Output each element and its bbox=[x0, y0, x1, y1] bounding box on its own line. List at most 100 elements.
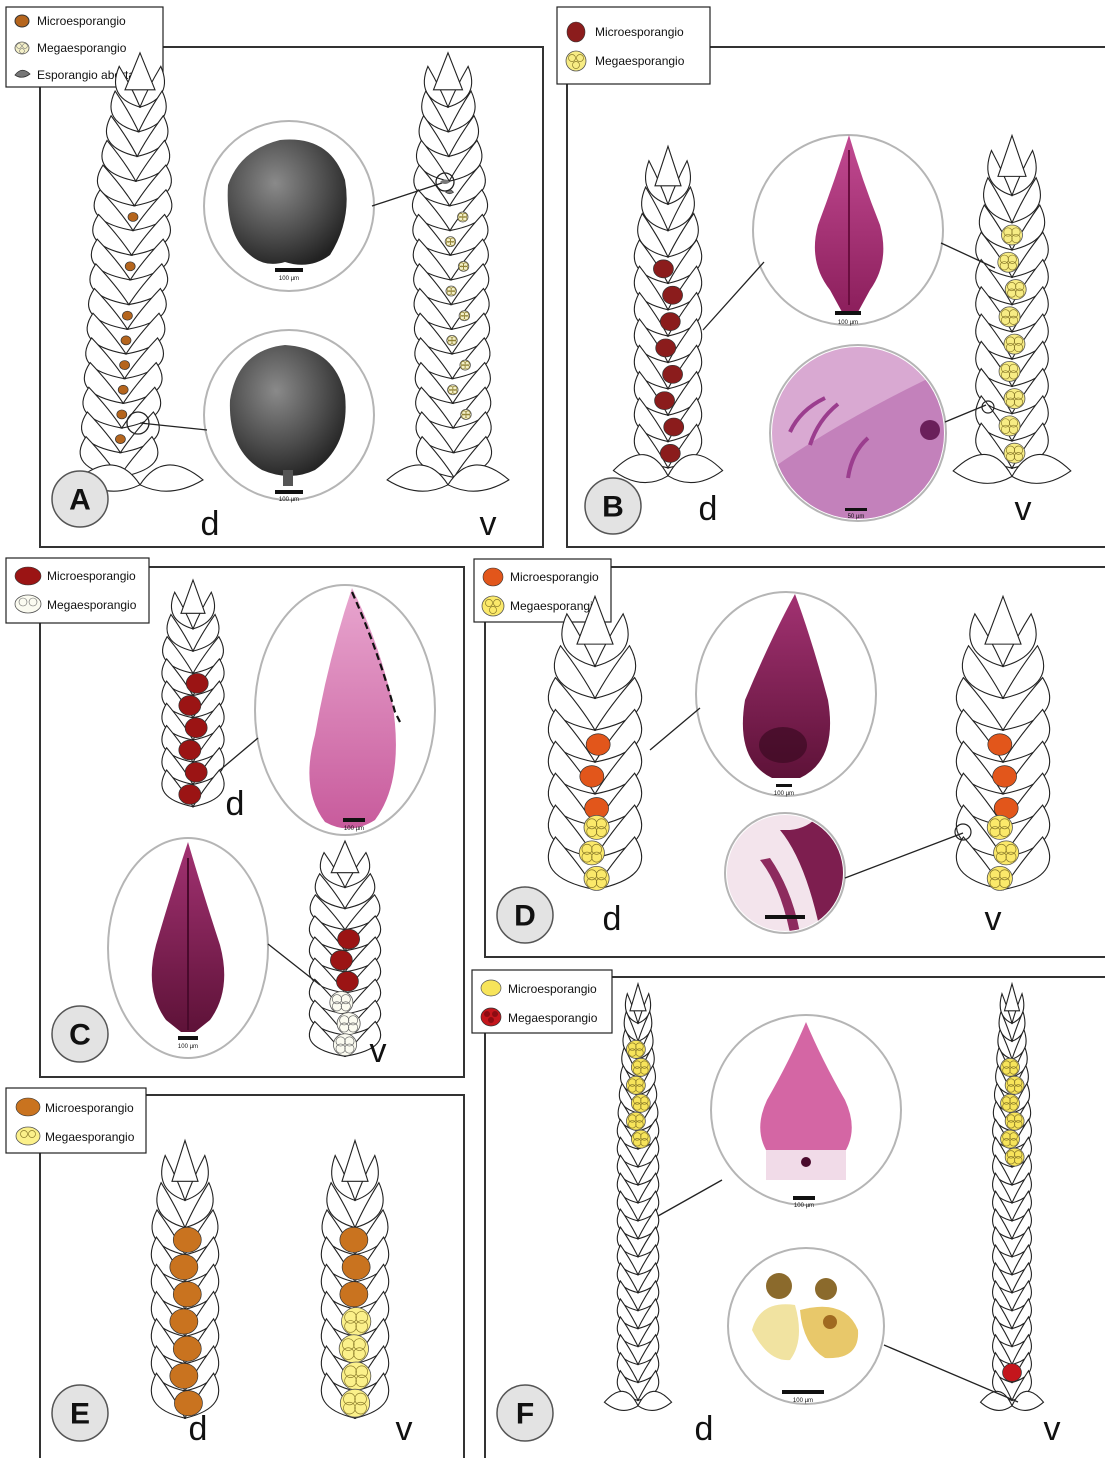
label-ventral: v bbox=[396, 1410, 413, 1448]
megasporangium bbox=[626, 1040, 645, 1058]
megasporangium bbox=[631, 1130, 650, 1148]
microsporangium bbox=[170, 1254, 198, 1279]
microsporangium bbox=[170, 1309, 198, 1334]
strobilus-dorsal bbox=[162, 580, 224, 807]
strobilus-dorsal bbox=[77, 53, 203, 491]
scale-label: 100 µm bbox=[794, 1203, 814, 1209]
strobilus-ventral bbox=[309, 841, 380, 1056]
microsporangium bbox=[185, 762, 207, 782]
microsporangium bbox=[336, 971, 358, 991]
microsporangium-icon bbox=[16, 1098, 40, 1116]
microsporangium bbox=[340, 1227, 368, 1252]
scale-label: 50 µm bbox=[848, 514, 865, 520]
microsporangium bbox=[993, 766, 1017, 788]
megasporangium bbox=[626, 1076, 645, 1094]
megasporangium bbox=[341, 1308, 370, 1336]
panel-e: Microesporangio Megaesporangio E d v bbox=[6, 1088, 464, 1458]
legend-label-micro: Microesporangio bbox=[595, 25, 684, 39]
legend-label-mega: Megaesporangio bbox=[595, 54, 685, 68]
legend-label-mega: Megaesporangio bbox=[37, 41, 127, 55]
microsporangium bbox=[655, 392, 675, 410]
micrograph-leaf: 100 µm bbox=[658, 1015, 901, 1216]
label-dorsal: d bbox=[201, 505, 220, 543]
microsporangium bbox=[186, 673, 208, 693]
megasporangium bbox=[626, 1112, 645, 1130]
megasporangium bbox=[631, 1058, 650, 1076]
microsporangium bbox=[340, 1282, 368, 1307]
scale-label: 100 µm bbox=[838, 320, 858, 326]
strobilus-dorsal bbox=[151, 1141, 218, 1419]
legend-label-mega: Megaesporangio bbox=[47, 598, 137, 612]
strobilus-tip bbox=[172, 1141, 198, 1182]
microsporangium bbox=[122, 311, 132, 320]
micrograph-leaf-margin bbox=[725, 813, 971, 933]
megasporangium bbox=[1005, 1112, 1024, 1130]
megasporangium bbox=[987, 815, 1012, 839]
megasporangium-icon bbox=[566, 51, 586, 71]
panel-d-badge: D bbox=[497, 887, 553, 943]
label-ventral: v bbox=[1015, 490, 1032, 528]
scale-label: 100 µm bbox=[279, 497, 299, 503]
strobilus-dorsal bbox=[548, 596, 641, 890]
micrograph-leaf: 100 µm bbox=[703, 135, 995, 330]
megasporangium bbox=[448, 385, 459, 395]
megasporangium bbox=[998, 252, 1019, 272]
panel-f-badge: F bbox=[497, 1385, 553, 1441]
leader-line bbox=[658, 1180, 722, 1216]
microsporangium bbox=[342, 1254, 370, 1279]
scale-label: 100 µm bbox=[344, 826, 364, 832]
microsporangium bbox=[988, 734, 1012, 756]
strobilus-tip bbox=[630, 984, 646, 1011]
legend-label-micro: Microesporangio bbox=[47, 569, 136, 583]
megasporangium bbox=[994, 841, 1019, 865]
megasporangium bbox=[584, 866, 609, 890]
megasporangium bbox=[447, 335, 458, 345]
micrograph-leaf-margin: 50 µm bbox=[770, 345, 994, 525]
panel-a-badge: A bbox=[52, 471, 108, 527]
strobilus-tip bbox=[342, 1141, 368, 1182]
megasporangium bbox=[460, 360, 471, 370]
panel-letter: D bbox=[514, 900, 536, 933]
microsporangium bbox=[125, 262, 135, 271]
microsporangium bbox=[330, 950, 352, 970]
leader-line bbox=[650, 708, 700, 750]
microsporangium bbox=[656, 339, 676, 357]
panel-letter: B bbox=[602, 491, 624, 524]
micrograph-spores: 100 µm bbox=[728, 1248, 1018, 1404]
megasporangium bbox=[1004, 389, 1025, 409]
megasporangium bbox=[446, 286, 457, 296]
megasporangium bbox=[1001, 1094, 1020, 1112]
strobilus-tip bbox=[655, 146, 681, 186]
strobilus-ventral bbox=[956, 596, 1049, 890]
label-ventral: v bbox=[480, 505, 497, 543]
label-dorsal: d bbox=[699, 490, 718, 528]
megasporangium bbox=[631, 1094, 650, 1112]
megasporangium bbox=[1005, 1076, 1024, 1094]
microsporangium bbox=[653, 260, 673, 278]
microsporangium bbox=[117, 410, 127, 419]
micrograph-leaf-dorsal: 100 µm bbox=[220, 585, 435, 835]
microsporangium bbox=[664, 418, 684, 436]
basal-bract bbox=[448, 465, 509, 491]
megasporangium bbox=[1001, 1058, 1020, 1076]
megasporangium bbox=[1001, 1130, 1020, 1148]
strobilus-tip bbox=[181, 580, 205, 613]
label-ventral: v bbox=[1044, 1410, 1061, 1448]
microsporangium bbox=[179, 740, 201, 760]
megasporangium bbox=[1003, 1364, 1022, 1382]
panel-c: Microesporangio Megaesporangio 100 µm 10… bbox=[6, 558, 464, 1077]
megasporangium bbox=[584, 815, 609, 839]
megasporangium bbox=[987, 866, 1012, 890]
strobilus-dorsal bbox=[613, 146, 722, 482]
megasporangium bbox=[337, 1013, 360, 1035]
strobilus-ventral bbox=[321, 1141, 388, 1419]
panel-d: Microesporangio Megaesporangio 100 µm bbox=[474, 559, 1105, 957]
megasporangium bbox=[339, 1335, 368, 1363]
strobilus-ventral bbox=[387, 53, 509, 491]
legend-label-micro: Microesporangio bbox=[45, 1101, 134, 1115]
microsporangium bbox=[173, 1227, 201, 1252]
panel-c-badge: C bbox=[52, 1006, 108, 1062]
microsporangium bbox=[185, 718, 207, 738]
microsporangium bbox=[338, 929, 360, 949]
